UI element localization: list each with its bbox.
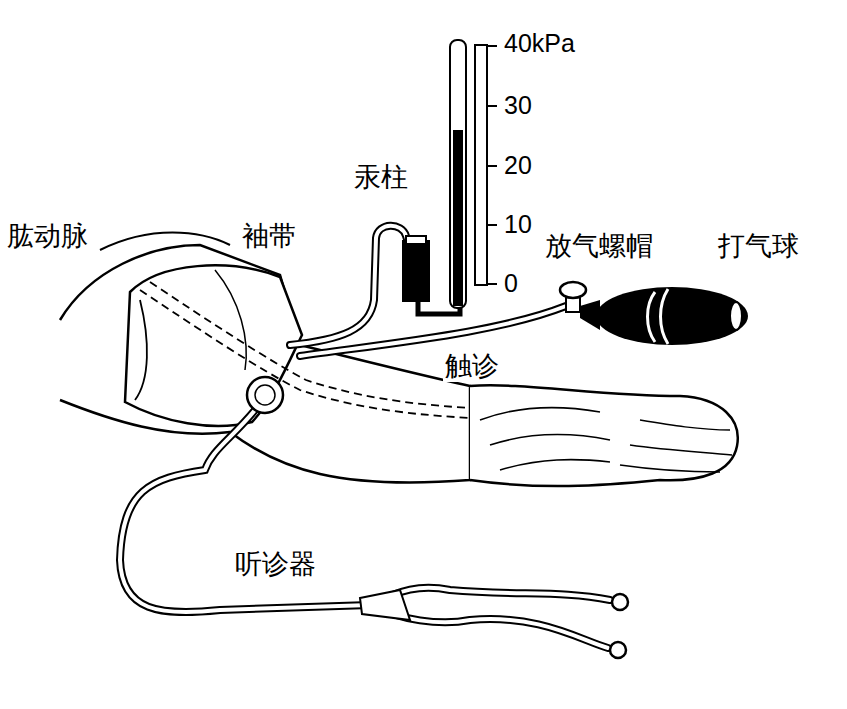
scale-number: 20	[502, 152, 534, 180]
part-label: 袖带	[240, 222, 298, 252]
scale-number: 30	[502, 92, 534, 120]
scale-number: 10	[502, 211, 534, 239]
part-label: 打气球	[716, 232, 801, 262]
part-label: 肱动脉	[5, 222, 90, 252]
part-label: 听诊器	[233, 550, 318, 580]
part-label: 触诊	[443, 352, 501, 382]
part-label: 汞柱	[352, 163, 410, 193]
scale-number: 0	[502, 270, 520, 298]
scale-number: 40kPa	[502, 30, 577, 58]
part-label: 放气螺帽	[543, 232, 655, 262]
